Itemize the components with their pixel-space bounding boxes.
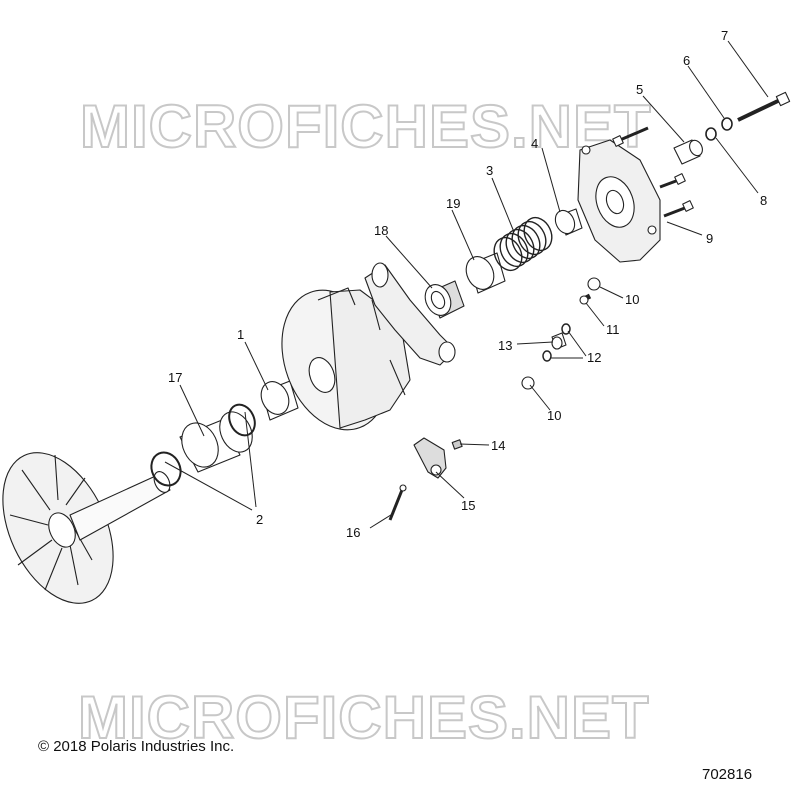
callout-14: 14 <box>491 438 505 453</box>
bushing-17 <box>175 407 259 473</box>
callout-11: 11 <box>606 322 620 337</box>
spider-arm <box>365 263 455 365</box>
ring-2-lower <box>150 451 182 487</box>
drive-sheave-fan <box>0 435 173 621</box>
callout-3: 3 <box>486 163 493 178</box>
document-number: 702816 <box>702 766 753 783</box>
bolt-9-lower <box>664 201 693 216</box>
callout-15: 15 <box>461 498 475 513</box>
callout-10-upper: 10 <box>625 292 639 307</box>
roller-10-upper <box>587 277 601 291</box>
watermark-top: MICROFICHES.NET <box>80 93 652 160</box>
callout-18: 18 <box>374 223 388 238</box>
callout-2: 2 <box>256 512 263 527</box>
washer-12-lower <box>542 350 552 362</box>
callout-13: 13 <box>498 338 512 353</box>
callout-1: 1 <box>237 327 244 342</box>
bushing-19 <box>461 252 505 294</box>
leader-lines <box>164 40 769 529</box>
spring-3 <box>489 213 557 275</box>
callout-8: 8 <box>760 193 767 208</box>
callout-10-lower: 10 <box>547 408 561 423</box>
callout-12: 12 <box>587 350 601 365</box>
callout-5: 5 <box>636 82 643 97</box>
callout-19: 19 <box>446 196 460 211</box>
callouts: 1 17 2 18 19 3 4 5 6 7 8 9 10 11 12 13 1… <box>168 28 767 540</box>
bolt-9-upper <box>660 174 685 187</box>
callout-16: 16 <box>346 525 360 540</box>
washer-8 <box>705 127 717 141</box>
roller-13 <box>552 333 566 349</box>
movable-sheave <box>263 275 410 445</box>
pin-11 <box>580 296 590 304</box>
long-bolt-7 <box>738 92 790 120</box>
callout-4: 4 <box>531 136 538 151</box>
watermark-bottom: MICROFICHES.NET <box>78 684 650 751</box>
washer-6 <box>721 117 733 131</box>
callout-9: 9 <box>706 231 713 246</box>
bolt-small-upper <box>613 128 648 146</box>
ring-2-upper <box>228 403 256 437</box>
callout-7: 7 <box>721 28 728 43</box>
cover-plate <box>578 140 660 262</box>
sleeve-5 <box>674 138 705 164</box>
washer-12-upper <box>561 323 571 335</box>
weight-15 <box>414 438 446 478</box>
pin-16 <box>390 485 406 520</box>
callout-17: 17 <box>168 370 182 385</box>
nut-14 <box>451 439 463 450</box>
bearing-18 <box>420 280 464 319</box>
copyright-notice: © 2018 Polaris Industries Inc. <box>38 738 235 755</box>
bushing-4 <box>552 207 582 236</box>
callout-6: 6 <box>683 53 690 68</box>
